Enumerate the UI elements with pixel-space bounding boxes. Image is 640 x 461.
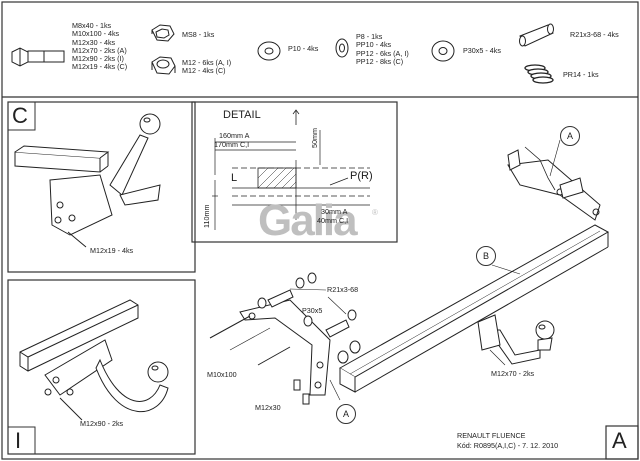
thick-washer-icon	[431, 40, 455, 62]
washer-p10-label: P10 - 4ks	[288, 44, 319, 53]
panel-a-label: A	[612, 428, 627, 453]
bolt-spec: M8x40 - 1ks	[72, 21, 112, 30]
bolt-spec: M10x100 - 4ks	[72, 29, 120, 39]
detail-label-l: L	[231, 172, 238, 184]
washer-spec: PP12 - 8ks (C)	[356, 56, 404, 66]
callout-a-bottom: A	[336, 404, 356, 424]
footer-model: RENAULT FLUENCE	[457, 431, 526, 440]
bolt-m12x70-callout-label: M12x70 - 2ks	[491, 369, 535, 378]
nut-icon	[151, 24, 175, 42]
detail-title: DETAIL	[223, 109, 261, 121]
spring-icon	[524, 64, 554, 84]
nut-large-icon	[151, 56, 176, 75]
panel-c-frame	[7, 101, 196, 273]
callout-b: B	[476, 246, 496, 266]
bolt-m10-callout-label: M10x100	[207, 370, 237, 379]
panel-i-bolt-label: M12x90 - 2ks	[80, 419, 124, 428]
washer-p30-label: P30x5 - 4ks	[463, 46, 501, 55]
main-assembly	[209, 139, 610, 405]
small-washer-icon	[335, 38, 349, 58]
detail-section	[212, 109, 370, 230]
detail-frame	[191, 101, 398, 243]
washer-spec: P8 - 1ks	[356, 32, 383, 41]
panel-i-frame	[7, 279, 196, 455]
panel-c-bolt-label: M12x19 - 4ks	[90, 246, 134, 255]
callout-a-top: A	[560, 126, 580, 146]
washer-icon	[257, 41, 281, 61]
nut-spec: M12 - 4ks (C)	[182, 66, 226, 76]
bolt-spec: M12x19 - 4ks (C)	[72, 62, 128, 72]
detail-dim-a-top: 160mm A	[219, 131, 250, 140]
bolt-spec: M12x90 - 2ks (I)	[72, 54, 124, 64]
washer-p8-list: P8 - 1ks PP10 - 4ks PP12 - 6ks (A, I) PP…	[356, 32, 409, 66]
panel-i-label: I	[15, 428, 22, 453]
detail-dim-50: 50mm	[310, 128, 319, 148]
detail-dim-30: 30mm A	[321, 207, 348, 216]
spacer-callout-label: R21x3-68	[327, 285, 359, 294]
bolt-m12x30-callout-label: M12x30	[255, 403, 281, 412]
registered-mark: ®	[372, 208, 378, 217]
footer-code: Kód: R0895(A,I,C) - 7. 12. 2010	[457, 441, 559, 450]
bolt-icon	[11, 47, 65, 67]
spacer-tube-icon	[519, 23, 554, 47]
spacer-label: R21x3-68 - 4ks	[570, 30, 619, 39]
brand-watermark: Galia	[258, 196, 358, 245]
detail-label-pr: P(R)	[350, 170, 373, 182]
bolt-spec: M12x30 - 4ks	[72, 37, 116, 47]
washer-callout-label: P30x5	[302, 306, 323, 315]
hitch-i-icon	[19, 299, 169, 421]
panel-c-label: C	[12, 103, 28, 128]
hitch-c-icon	[14, 113, 161, 248]
nut-ms8-label: MS8 - 1ks	[182, 30, 215, 39]
spring-label: PR14 - 1ks	[563, 70, 599, 79]
washer-spec: PP12 - 6ks (A, I)	[356, 48, 409, 58]
nut-spec: M12 - 6ks (A, I)	[182, 58, 232, 67]
washer-spec: PP10 - 4ks	[356, 40, 392, 50]
bolts-list: M8x40 - 1ks M10x100 - 4ks M12x30 - 4ks M…	[72, 21, 128, 72]
bolt-spec: M12x70 - 2ks (A)	[72, 45, 127, 55]
nut-m12-list: M12 - 6ks (A, I) M12 - 4ks (C)	[182, 58, 232, 76]
detail-dim-110: 110mm	[202, 204, 211, 228]
detail-dim-40: 40mm C,I	[317, 216, 349, 225]
detail-dim-c-top: 170mm C,I	[214, 140, 250, 149]
